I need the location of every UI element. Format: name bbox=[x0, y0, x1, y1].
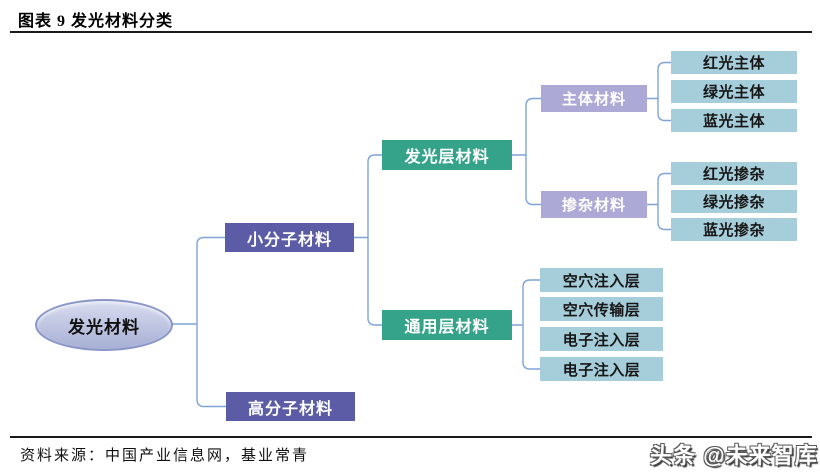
node-root-luminescent-material: 发光材料 bbox=[35, 299, 173, 351]
connector-common-layer-to-leaves bbox=[512, 279, 540, 370]
leaf-hole-transport-layer: 空穴传输层 bbox=[540, 297, 663, 321]
node-dopant-material: 掺杂材料 bbox=[541, 191, 647, 218]
leaf-hole-injection-layer: 空穴注入层 bbox=[540, 268, 663, 292]
connector-host-to-leaves bbox=[647, 61, 671, 122]
leaf-red-host: 红光主体 bbox=[671, 51, 797, 74]
bottom-divider bbox=[10, 436, 812, 438]
leaf-electron-injection-layer-1: 电子注入层 bbox=[540, 327, 663, 351]
leaf-electron-injection-layer-2: 电子注入层 bbox=[540, 357, 663, 381]
title-underline bbox=[10, 31, 812, 33]
connector-root-to-molecules bbox=[172, 236, 226, 408]
watermark: 头条 @未来智库 bbox=[650, 443, 818, 468]
source-note: 资料来源：中国产业信息网，基业常青 bbox=[20, 448, 310, 464]
leaf-green-dopant: 绿光掺杂 bbox=[671, 190, 797, 213]
leaf-blue-dopant: 蓝光掺杂 bbox=[671, 218, 797, 241]
connector-emitting-layer-to-materials bbox=[512, 97, 541, 206]
page-title: 图表 9 发光材料分类 bbox=[18, 13, 174, 30]
node-host-material: 主体材料 bbox=[541, 85, 647, 112]
node-emitting-layer-material: 发光层材料 bbox=[382, 140, 512, 170]
connector-small-molecule-to-layers bbox=[353, 154, 382, 326]
leaf-green-host: 绿光主体 bbox=[671, 80, 797, 103]
node-polymer-material: 高分子材料 bbox=[226, 392, 355, 421]
leaf-red-dopant: 红光掺杂 bbox=[671, 162, 797, 185]
leaf-blue-host: 蓝光主体 bbox=[671, 109, 797, 132]
node-common-layer-material: 通用层材料 bbox=[382, 310, 512, 340]
connector-dopant-to-leaves bbox=[647, 172, 671, 231]
node-small-molecule-material: 小分子材料 bbox=[225, 223, 354, 252]
